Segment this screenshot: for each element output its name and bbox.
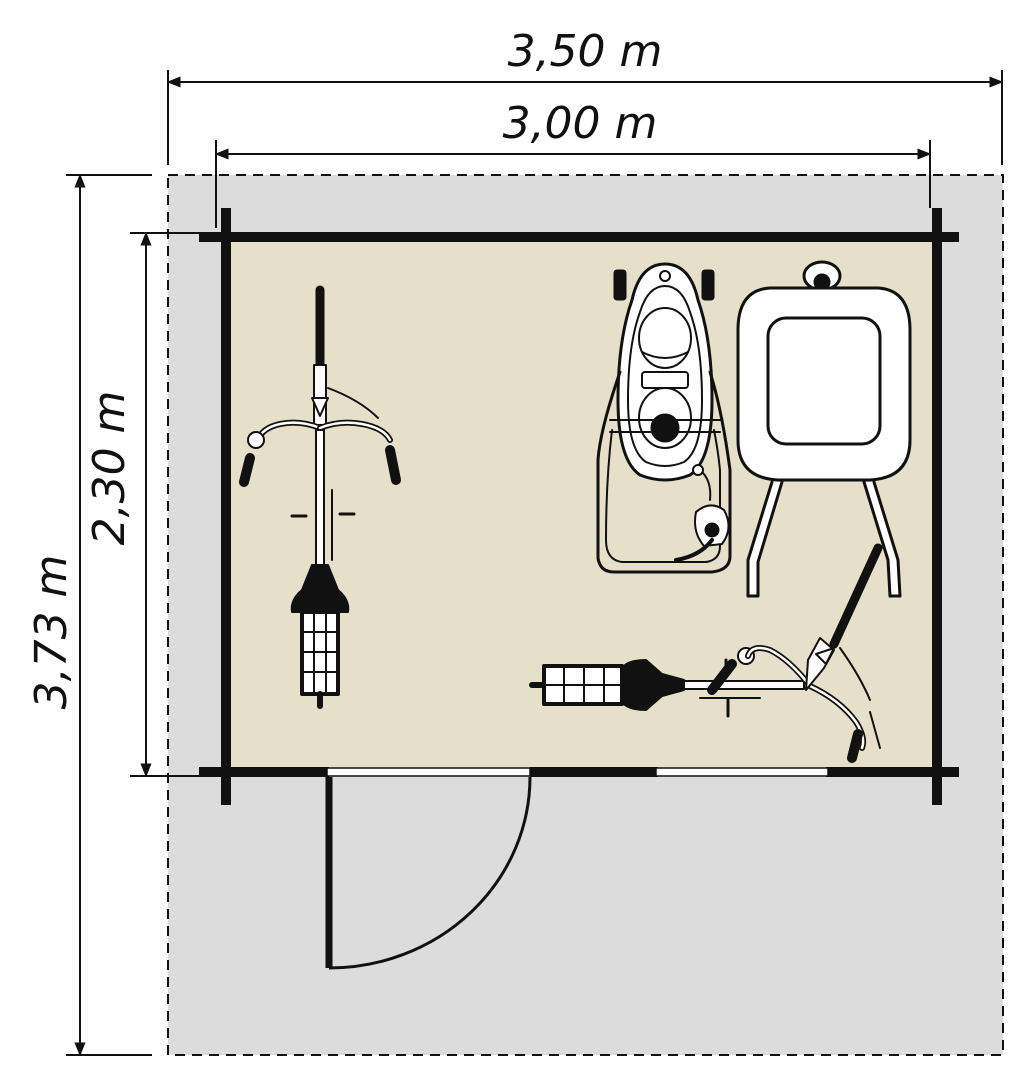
inner-width-label: 3,00 m (503, 98, 658, 149)
inner-depth-label: 2,30 m (84, 391, 135, 546)
door-swing-icon (325, 767, 532, 970)
overall-depth-label: 3,73 m (26, 555, 77, 710)
dimension-lines (66, 70, 1004, 1057)
lawn-mower-icon (596, 262, 732, 574)
bicycle-icon (239, 285, 401, 709)
bicycle-icon (529, 543, 883, 763)
overall-width-label: 3,50 m (508, 26, 663, 77)
wheelbarrow-icon (736, 260, 912, 598)
shed-walls (199, 208, 959, 805)
window-icon (655, 767, 829, 777)
